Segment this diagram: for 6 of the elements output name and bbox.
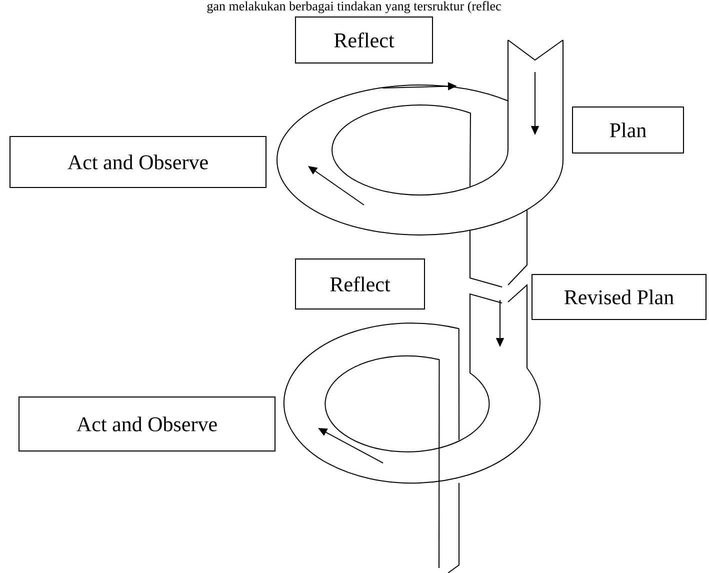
label-box: Act and Observe (18, 396, 276, 452)
label-box: Revised Plan (532, 274, 706, 320)
label-box: Plan (572, 106, 684, 154)
label-box: Reflect (295, 16, 433, 64)
label-box: Act and Observe (10, 136, 266, 188)
label-box: Reflect (295, 258, 425, 310)
